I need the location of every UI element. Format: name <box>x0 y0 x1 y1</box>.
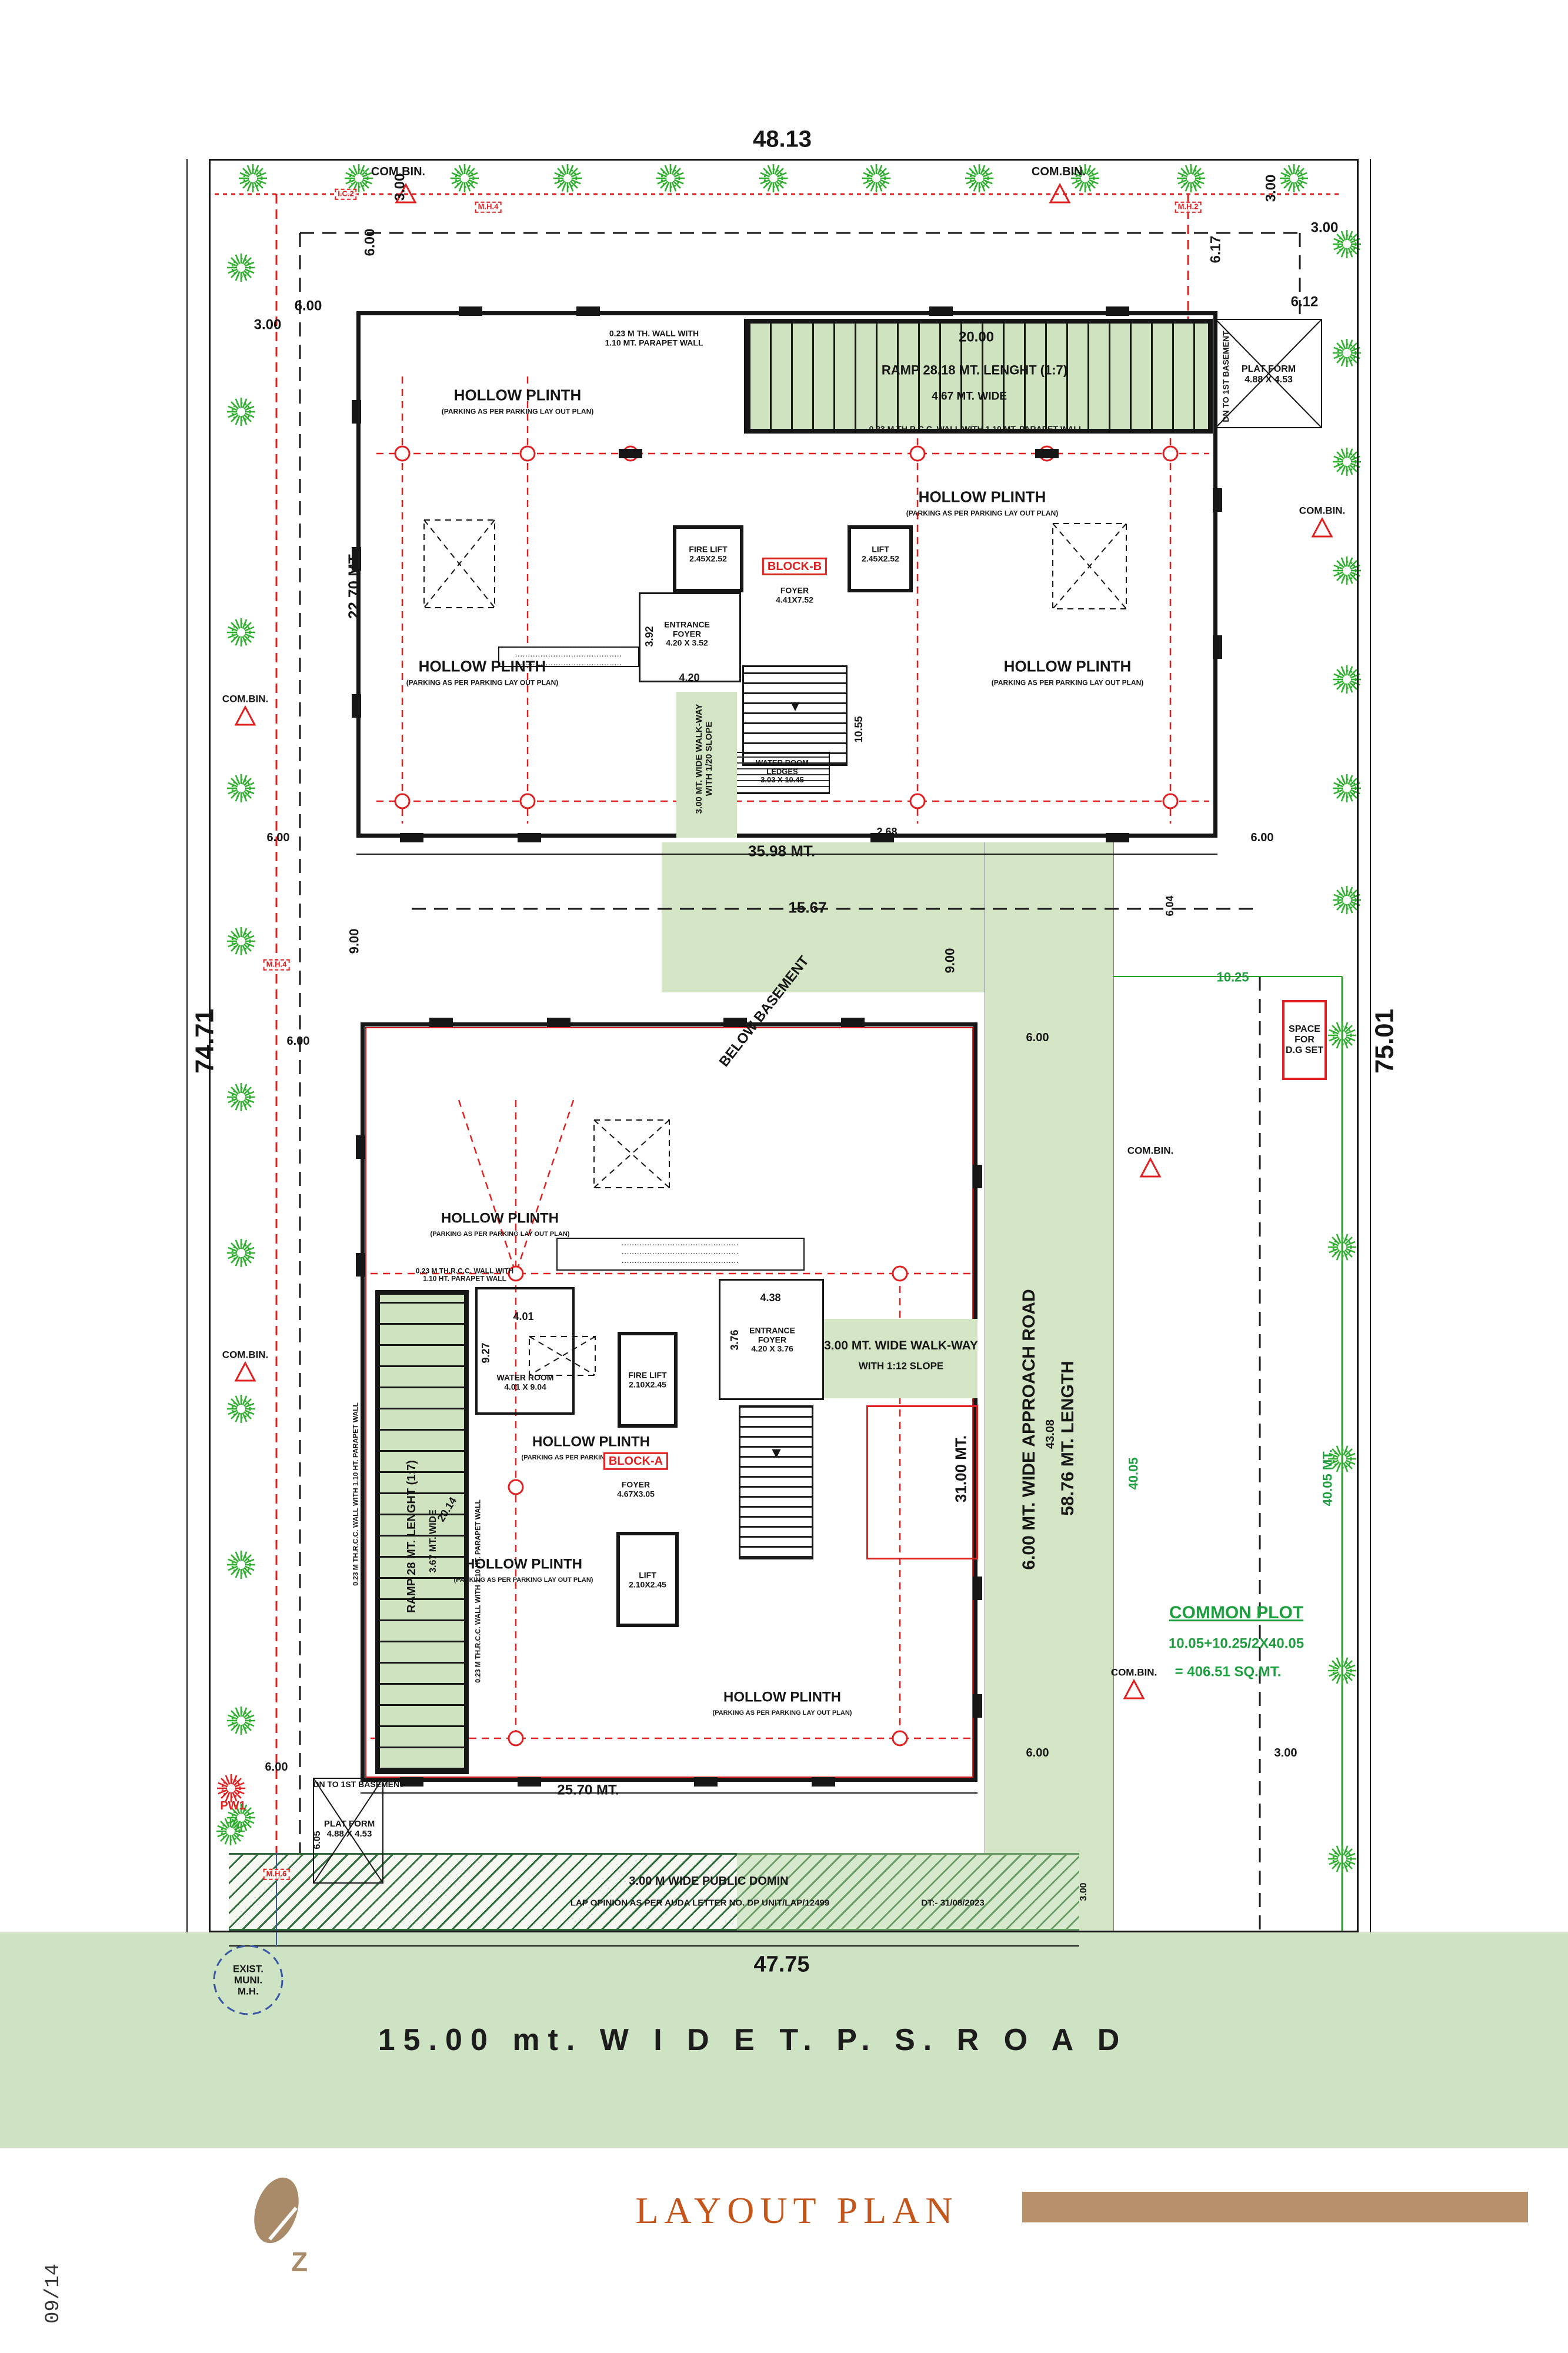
grid-node-circle <box>508 1730 524 1747</box>
grid-node-circle <box>519 445 536 462</box>
xbox-diagonal <box>529 1336 596 1376</box>
grid-node-circle <box>394 445 411 462</box>
combin-triangle-icon <box>234 1361 256 1382</box>
xbox <box>423 519 495 608</box>
xbox <box>1052 523 1127 609</box>
room-entrance-foyer-a <box>719 1279 824 1400</box>
grid-node-circle <box>892 1265 908 1282</box>
red-grid-line <box>458 1099 517 1274</box>
room-fire-lift-a <box>618 1332 678 1428</box>
xbox <box>313 1778 383 1884</box>
public-domain-green-overlay <box>737 1853 1079 1931</box>
xbox-diagonal <box>1215 319 1322 428</box>
grid-node-circle <box>909 793 926 809</box>
walkway-b <box>676 692 737 838</box>
tree-icon <box>1177 164 1205 192</box>
tree-icon <box>862 164 890 192</box>
plot-boundary <box>209 159 1359 1932</box>
room-entrance-foyer-b <box>639 592 741 682</box>
tree-icon <box>1328 1021 1356 1049</box>
grid-node-circle <box>394 793 411 809</box>
room-lift-b <box>848 525 913 592</box>
tree-icon <box>1328 1657 1356 1685</box>
tree-icon <box>553 164 582 192</box>
tree-icon <box>1071 164 1099 192</box>
water-room-ledges-b <box>733 752 830 794</box>
tree-icon <box>227 254 255 282</box>
combin-triangle-icon <box>1049 182 1071 204</box>
note-box-b <box>498 646 639 667</box>
grid-node-circle <box>1162 445 1179 462</box>
building-block-b <box>356 311 1217 838</box>
combin-triangle-icon <box>234 705 256 726</box>
grid-node-circle <box>1162 793 1179 809</box>
tree-icon <box>227 398 255 426</box>
combin-triangle-icon <box>1123 1678 1145 1699</box>
space-dg-box <box>1282 1000 1327 1080</box>
tree-icon <box>227 1551 255 1579</box>
tree-icon <box>1280 164 1308 192</box>
walkway-a <box>824 1319 978 1398</box>
stairs-b <box>742 665 848 766</box>
tree-icon <box>1328 1845 1356 1873</box>
grid-node-circle <box>519 793 536 809</box>
tree-icon <box>227 1395 255 1423</box>
title-accent-bar <box>1022 2192 1528 2222</box>
pw1-flower-icon <box>217 1774 245 1802</box>
tree-icon <box>965 164 993 192</box>
tree-icon <box>227 1707 255 1735</box>
tree-icon <box>227 1239 255 1267</box>
red-landing-zone-a <box>866 1405 978 1559</box>
tree-icon <box>1333 665 1361 694</box>
combin-triangle-icon <box>1139 1156 1162 1178</box>
tree-icon <box>216 1817 245 1845</box>
column-marker <box>619 449 642 458</box>
stairs-a <box>739 1405 813 1559</box>
column-marker <box>1035 449 1059 458</box>
public-domain-hatch <box>229 1853 1079 1931</box>
xbox <box>529 1336 596 1376</box>
tree-icon <box>227 774 255 802</box>
ramp-left <box>375 1290 469 1774</box>
room-lift-a <box>616 1532 679 1627</box>
building-block-a <box>361 1022 978 1782</box>
exist-manhole-circle <box>213 1945 283 2015</box>
room-water-a <box>475 1287 575 1415</box>
grid-node-circle <box>508 1265 524 1282</box>
tps-road-band <box>0 1932 1568 2148</box>
tree-icon <box>451 164 479 192</box>
tree-icon <box>759 164 788 192</box>
ramp-top <box>744 319 1213 434</box>
xbox-diagonal <box>529 1336 596 1376</box>
grid-node-circle <box>892 1730 908 1747</box>
tree-icon <box>239 164 267 192</box>
grid-node-circle <box>508 1479 524 1495</box>
room-fire-lift-b <box>673 525 743 592</box>
tree-icon <box>227 927 255 955</box>
xbox-diagonal <box>313 1778 383 1884</box>
red-grid-line <box>515 1099 575 1274</box>
tree-icon <box>1333 556 1361 585</box>
logo-letter-z: Z <box>291 2247 308 2277</box>
tree-icon <box>227 1083 255 1111</box>
combin-triangle-icon <box>395 182 417 204</box>
tree-icon <box>656 164 685 192</box>
grid-node-circle <box>909 445 926 462</box>
xbox-diagonal <box>423 519 495 608</box>
tree-icon <box>1333 230 1361 258</box>
tree-icon <box>345 164 373 192</box>
combin-triangle-icon <box>1311 516 1333 538</box>
page-number: 09/14 <box>42 2263 65 2324</box>
tree-icon <box>1328 1233 1356 1261</box>
tree-icon <box>1328 1445 1356 1473</box>
note-box-a <box>556 1238 805 1271</box>
block-a-red-outline <box>365 1027 973 1778</box>
xbox-diagonal <box>1052 523 1127 609</box>
approach-road-strip <box>985 842 1114 1932</box>
tree-icon <box>227 618 255 646</box>
xbox <box>593 1119 670 1188</box>
